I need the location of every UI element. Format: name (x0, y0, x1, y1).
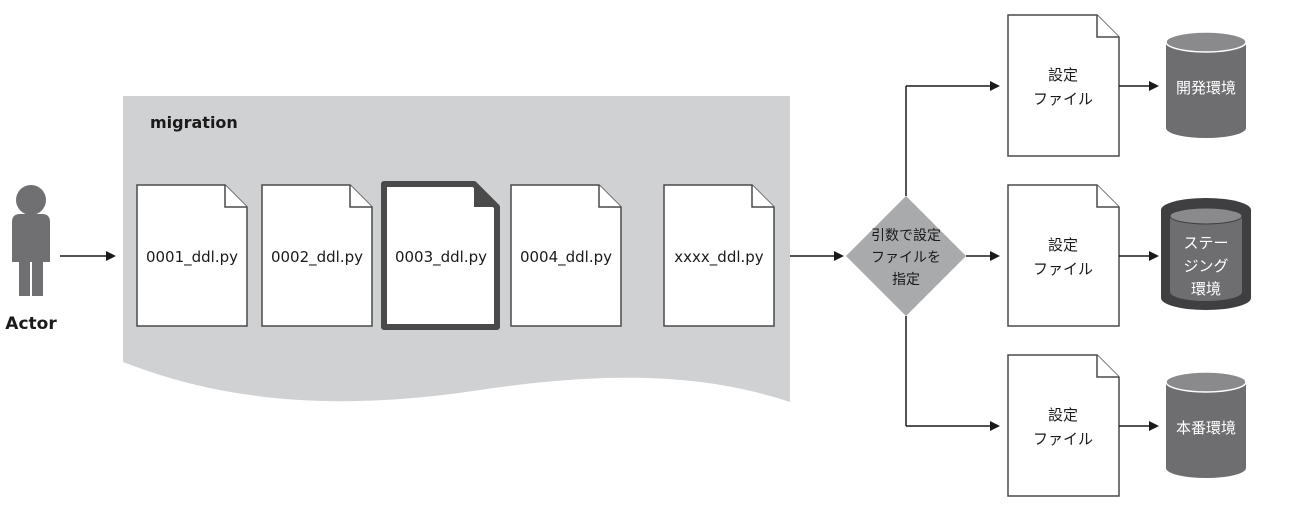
actor-label: Actor (5, 314, 57, 334)
migration-file-name: 0002_ddl.py (271, 248, 363, 267)
migration-file-5: xxxx_ddl.py (663, 184, 775, 327)
database-icon (1166, 42, 1246, 138)
config-file-label-line2: ファイル (1033, 430, 1093, 448)
decision-diamond (846, 196, 966, 316)
decision-label-line2: ファイルを (871, 250, 941, 266)
migration-file-name: 0004_ddl.py (520, 248, 612, 267)
actor: Actor (5, 185, 57, 334)
migration-file-name: 0001_ddl.py (146, 248, 238, 267)
staging-environment-database: ステー ジング 環境 (1161, 198, 1251, 310)
database-label-line2: ジング (1183, 257, 1228, 275)
config-file-staging: 設定 ファイル (1007, 184, 1120, 327)
config-file-label-line1: 設定 (1048, 406, 1078, 424)
migration-file-1: 0001_ddl.py (136, 184, 248, 327)
migration-file-3-highlighted: 0003_ddl.py (381, 181, 500, 330)
branch-connectors (905, 81, 1000, 431)
database-label-line1: ステー (1183, 234, 1228, 252)
migration-file-4: 0004_ddl.py (510, 184, 622, 327)
config-file-dev: 設定 ファイル (1007, 14, 1120, 157)
arrow-actor-to-migration (60, 251, 116, 261)
dev-environment-database: 開発環境 (1165, 31, 1247, 138)
decision-label-line3: 指定 (892, 272, 920, 288)
config-file-prod: 設定 ファイル (1007, 354, 1120, 497)
config-file-label-line1: 設定 (1048, 236, 1078, 254)
database-label-line3: 環境 (1191, 280, 1221, 298)
database-label: 本番環境 (1176, 419, 1236, 437)
config-file-label-line1: 設定 (1048, 66, 1078, 84)
actor-head-icon (16, 185, 46, 215)
prod-environment-database: 本番環境 (1165, 371, 1247, 478)
decision-label-line1: 引数で設定 (871, 228, 941, 244)
actor-body-icon (12, 214, 50, 296)
arrow-migration-to-decision (790, 251, 844, 261)
config-file-label-line2: ファイル (1033, 90, 1093, 108)
config-file-label-line2: ファイル (1033, 260, 1093, 278)
migration-file-2: 0002_ddl.py (261, 184, 373, 327)
decision-node: 引数で設定 ファイルを 指定 (846, 196, 966, 316)
migration-file-name: xxxx_ddl.py (674, 248, 764, 267)
migration-title: migration (150, 113, 238, 132)
migration-file-name: 0003_ddl.py (395, 248, 487, 267)
database-icon (1166, 382, 1246, 478)
arrows-config-to-env (1119, 81, 1159, 431)
database-label: 開発環境 (1176, 79, 1236, 97)
